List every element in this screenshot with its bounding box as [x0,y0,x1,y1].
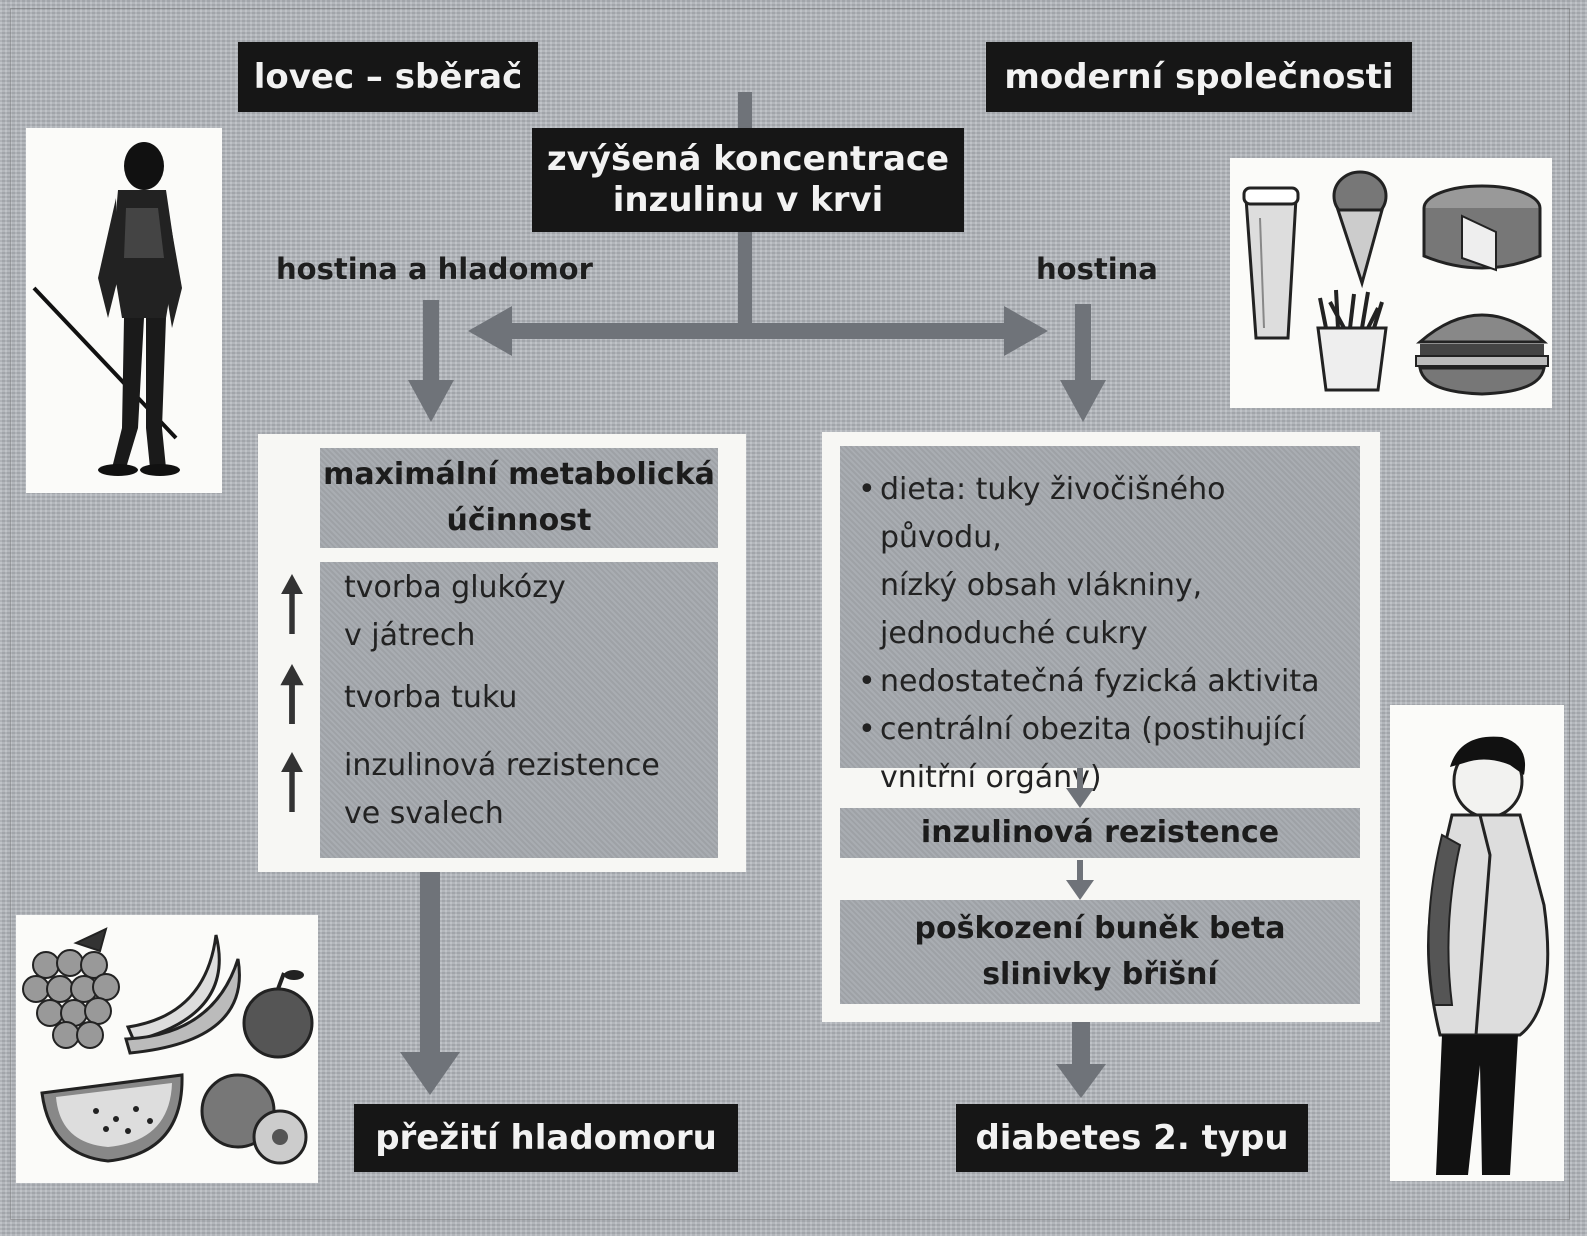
right-arrowhead [1004,306,1048,356]
left-metabolism-panel: maximální metabolická účinnost tvorba gl… [258,434,746,872]
beta-cell-damage-box: poškození buněk beta slinivky břišní [840,900,1360,1004]
right-down-arrowhead [1060,380,1106,422]
small-down-arrow-2-icon [1066,860,1094,900]
increase-fat-up-arrow-icon [280,664,304,724]
risk-factor-activity-line1: nedostatečná fyzická aktivita [880,664,1320,699]
effect-item-fat: tvorba tuku [344,674,517,722]
right-down-connector [1075,304,1091,388]
risk-factor-diet: dieta: tuky živočišného původu, nízký ob… [858,466,1350,658]
left-down-arrowhead [408,380,454,422]
risk-factor-obesity-line2: vnitřní orgány) [880,760,1102,795]
metabolic-efficiency-line2: účinnost [446,503,592,538]
right-branch-label: hostina [1036,252,1158,286]
right-outcome-connector [1072,1022,1090,1070]
grapes-icon [22,927,120,1049]
cake-icon [1422,184,1542,272]
businessman-illustration-panel [1390,705,1564,1181]
metabolic-effects-box: tvorba glukózy v játrech tvorba tuku inz… [320,562,718,858]
effect-item-insulin-resistance: inzulinová rezistence ve svalech [344,742,660,838]
effect-item-glucose-line1: tvorba glukózy [344,570,566,605]
beta-cell-damage-line1: poškození buněk beta [914,910,1286,946]
insulin-resistance-label: inzulinová rezistence [920,814,1280,850]
burger-icon [1415,313,1549,396]
effect-item-insulin-line1: inzulinová rezistence [344,748,660,783]
left-outcome-connector [420,872,440,1062]
risk-factor-obesity: centrální obezita (postihující vnitřní o… [858,706,1350,802]
apple-icon [242,970,314,1059]
beta-cell-damage-line2: slinivky břišní [982,957,1218,992]
insulin-resistance-box: inzulinová rezistence [840,808,1360,858]
risk-factors-box: dieta: tuky živočišného původu, nízký ob… [840,446,1360,795]
beer-glass-icon [1242,186,1300,340]
risk-factor-diet-line3: jednoduché cukry [880,616,1148,651]
modern-society-title: moderní společnosti [986,42,1412,112]
risk-factor-diet-line2: nízký obsah vlákniny, [880,568,1203,603]
insulin-title-line1: zvýšená koncentrace [546,139,950,180]
risk-factor-list: dieta: tuky živočišného původu, nízký ob… [858,466,1350,802]
risk-factor-obesity-line1: centrální obezita (postihující [880,712,1306,747]
banana-icon [124,934,241,1055]
right-risk-factor-panel: dieta: tuky živočišného původu, nízký ob… [822,432,1380,1022]
modern-food-illustration-panel [1230,158,1552,408]
left-down-connector [423,300,439,388]
horizontal-connector [505,323,1010,339]
increase-glucose-up-arrow-icon [281,574,303,634]
left-arrowhead [468,306,512,356]
modern-society-label: moderní společnosti [1004,56,1394,97]
fries-icon [1316,289,1388,392]
diagram-frame [10,8,1570,1220]
metabolic-efficiency-box: maximální metabolická účinnost [320,448,718,548]
kiwi-icon [200,1073,308,1165]
small-down-arrow-1-icon [1066,768,1094,808]
insulin-concentration-box: zvýšená koncentrace inzulinu v krvi [532,128,964,232]
hunter-illustration-panel [26,128,222,493]
fruit-icons [22,927,314,1165]
effect-item-insulin-line2: ve svalech [344,796,504,831]
left-outcome-arrowhead [400,1052,460,1095]
hunter-gatherer-title: lovec – sběrač [238,42,538,112]
fast-food-icons [1242,170,1549,396]
right-outcome-arrowhead [1056,1064,1106,1098]
insulin-title-line2: inzulinu v krvi [612,180,884,220]
risk-factor-diet-line1: dieta: tuky živočišného původu, [880,472,1226,555]
effect-item-glucose-line2: v játrech [344,618,476,653]
increase-insulin-resistance-up-arrow-icon [281,752,303,812]
type2-diabetes-outcome: diabetes 2. typu [956,1104,1308,1172]
famine-survival-outcome: přežití hladomoru [354,1104,738,1172]
risk-factor-activity: nedostatečná fyzická aktivita [858,658,1350,706]
left-branch-label: hostina a hladomor [276,252,593,286]
hunter-gatherer-label: lovec – sběrač [253,56,523,97]
fruit-illustration-panel [16,915,318,1183]
businessman-figure-icon [1426,736,1550,1175]
hunter-figure-icon [32,142,182,476]
effect-item-glucose: tvorba glukózy v játrech [344,564,566,660]
watermelon-icon [40,1073,184,1163]
effect-item-fat-line1: tvorba tuku [344,680,518,715]
type2-diabetes-label: diabetes 2. typu [975,1117,1289,1158]
metabolic-efficiency-line1: maximální metabolická [323,456,715,492]
ice-cream-icon [1332,170,1388,289]
famine-survival-label: přežití hladomoru [375,1117,717,1158]
